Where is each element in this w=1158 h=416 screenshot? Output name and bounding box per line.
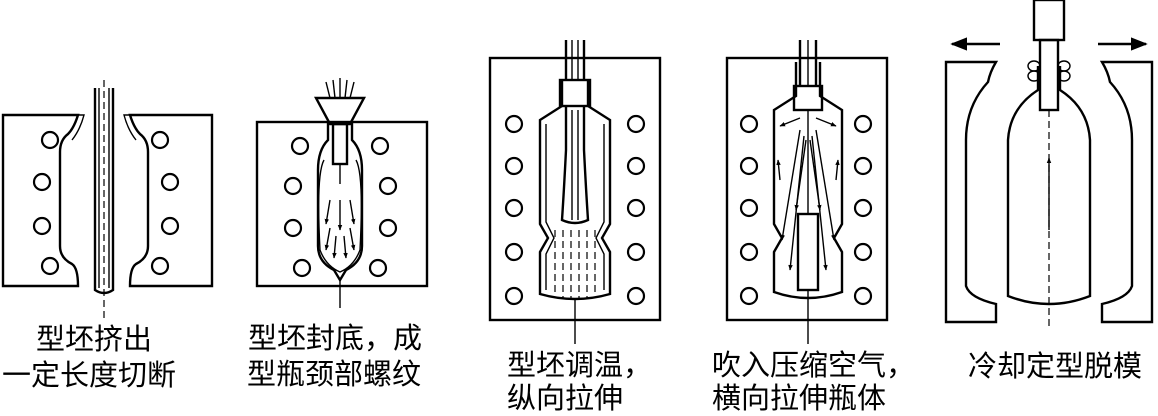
step2-caption-line2: 型瓶颈部螺纹 bbox=[247, 357, 422, 391]
step3-mold-block bbox=[488, 56, 662, 322]
step4-caption-line2: 横向拉伸瓶体 bbox=[712, 381, 887, 415]
step3-caption-line2: 纵向拉伸 bbox=[507, 381, 624, 415]
step4-blowing bbox=[725, 40, 889, 344]
step1-parison-extrusion bbox=[1, 80, 214, 318]
step3-axial-stretching bbox=[488, 40, 662, 344]
step4-caption-line1: 吹入压缩空气， bbox=[712, 348, 916, 382]
step1-right-mold-half bbox=[128, 113, 214, 288]
step4-mold-block bbox=[725, 56, 889, 322]
step5-right-mold-half bbox=[1099, 60, 1154, 324]
step3-caption-line1: 型坯调温， bbox=[507, 348, 653, 382]
step5-demolding bbox=[944, 0, 1154, 330]
step5-left-mold-half bbox=[944, 60, 999, 324]
step3-cavity bbox=[538, 80, 612, 301]
step1-caption-line1: 型坯挤出 bbox=[36, 322, 153, 356]
step2-bottom-sealing bbox=[255, 78, 429, 308]
step5-caption-line1: 冷却定型脱模 bbox=[968, 349, 1143, 383]
step2-caption-line1: 型坯封底，成 bbox=[248, 321, 423, 355]
step2-mold-block bbox=[255, 120, 429, 288]
step1-left-mold-half bbox=[1, 113, 80, 288]
step1-caption-line2: 一定长度切断 bbox=[2, 358, 177, 392]
step2-blow-head bbox=[313, 96, 367, 126]
